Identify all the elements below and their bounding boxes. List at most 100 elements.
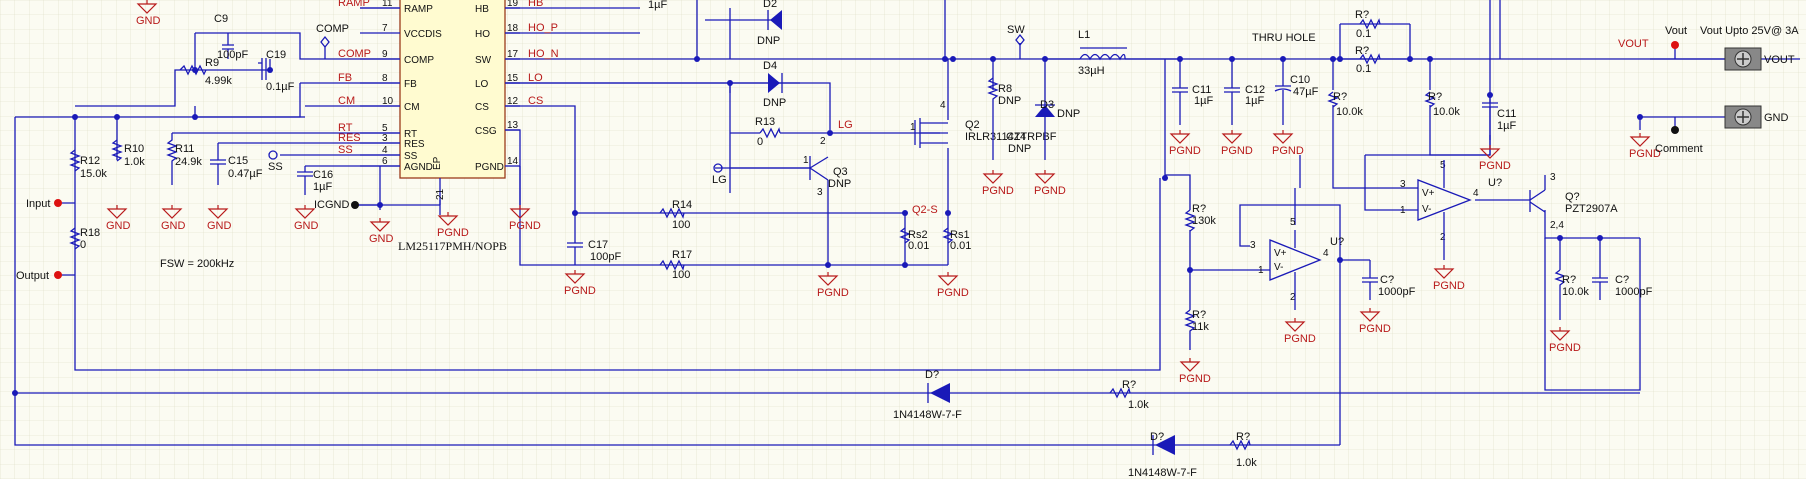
resistor-11k[interactable]: R? 11k: [1184, 309, 1209, 350]
resistor-r12[interactable]: R12 15.0k: [69, 149, 107, 180]
capacitor-1000pf-b[interactable]: C? 1000pF: [1592, 270, 1653, 300]
capacitor-c10[interactable]: C10 47µF: [1274, 74, 1319, 125]
ground-label: PGND: [982, 185, 1014, 197]
port-vout[interactable]: Vout: [1665, 25, 1687, 49]
ic-ep-num: 21: [435, 188, 446, 200]
resistor-r8[interactable]: R8 DNP: [987, 77, 1021, 160]
capacitor-c11b[interactable]: C11 1µF: [1482, 95, 1516, 140]
port-comp[interactable]: COMP: [316, 23, 349, 49]
ground-symbol: PGND: [437, 212, 469, 239]
rs2-value: 0.01: [908, 240, 929, 252]
rsense-a-value: 0.1: [1356, 28, 1371, 40]
d2-value: DNP: [757, 35, 780, 47]
r17-value: 100: [672, 269, 690, 281]
diode-d4[interactable]: D4 DNP: [730, 60, 800, 109]
resistor-1k-b[interactable]: R? 1.0k: [1229, 431, 1257, 469]
ic-right-pin-name: LO: [475, 79, 489, 90]
c16-value: 1µF: [313, 181, 332, 193]
resistor-rs1[interactable]: Rs1 0.01: [942, 227, 971, 252]
resistor-r10[interactable]: R10 1.0k: [111, 139, 145, 168]
resistor-10k-b[interactable]: R? 10.0k: [1424, 91, 1460, 118]
port-input[interactable]: Input: [26, 198, 62, 210]
transistor-q3[interactable]: 1 2 3 Q3 DNP: [803, 136, 851, 198]
svg-text:5: 5: [1290, 217, 1296, 228]
ground-label: PGND: [437, 227, 469, 239]
c11-value: 1µF: [1194, 95, 1213, 107]
resistor-r18[interactable]: R18 0: [69, 227, 100, 251]
ic-left-pin-net: RES: [338, 132, 361, 144]
r8-ref: R8: [998, 83, 1012, 95]
resistor-sense-b[interactable]: R? 0.1: [1355, 45, 1381, 75]
capacitor-c9[interactable]: C9 100pF: [214, 13, 248, 61]
capacitor-c15[interactable]: C15 0.47µF: [210, 143, 263, 185]
ic-left-pin-name: RES: [404, 139, 425, 150]
rs2-ref: Rs2: [908, 229, 928, 241]
resistor-r17[interactable]: R17 100: [659, 249, 692, 281]
svg-text:V-: V-: [1274, 262, 1283, 273]
connector-gnd[interactable]: GND: [1724, 105, 1789, 129]
port-output[interactable]: Output: [16, 270, 62, 282]
c-top-value: 1µF: [648, 0, 667, 11]
port-lg[interactable]: LG: [712, 163, 727, 186]
c14-ref: C14: [1006, 131, 1026, 143]
capacitor-c12[interactable]: C12 1µF: [1224, 80, 1265, 125]
diode-d2[interactable]: D2 DNP: [750, 0, 782, 47]
d3-value: DNP: [1057, 108, 1080, 120]
port-sw[interactable]: SW: [1007, 24, 1025, 47]
resistor-1k-a[interactable]: R? 1.0k: [1109, 379, 1149, 411]
comment-label: Comment: [1655, 143, 1703, 155]
c1000-b-ref: C?: [1615, 274, 1629, 286]
resistor-r11[interactable]: R11 24.9k: [166, 133, 202, 185]
ic-right-pin-name: HO: [475, 29, 490, 40]
connector-vout[interactable]: VOUT: [1724, 47, 1795, 71]
ground-symbol: PGND: [1272, 130, 1304, 157]
ground-label: GND: [106, 220, 131, 232]
transistor-q2[interactable]: 1 4 Q2 IRLR3114ZTRPBF: [910, 100, 1057, 148]
port-icgnd[interactable]: ICGND: [314, 199, 359, 211]
inductor-l1[interactable]: L1 33µH: [1078, 29, 1127, 77]
r9-value: 4.99k: [205, 75, 232, 87]
capacitor-1000pf-a[interactable]: C? 1000pF: [1362, 260, 1416, 300]
svg-text:1: 1: [910, 122, 916, 133]
transistor-pnp[interactable]: 3 2,4 Q? PZT2907A: [1529, 172, 1618, 231]
diode-b-value: 1N4148W-7-F: [1128, 467, 1197, 479]
capacitor-c14[interactable]: C14 DNP: [1006, 131, 1031, 155]
c14-value: DNP: [1008, 143, 1031, 155]
capacitor-c19[interactable]: C19 0.1µF: [258, 49, 295, 93]
c9-value: 100pF: [217, 49, 248, 61]
ic-left-pin-net: COMP: [338, 48, 371, 60]
c17-ref: C17: [588, 239, 608, 251]
rs1-value: 0.01: [950, 240, 971, 252]
resistor-130k[interactable]: R? 130k: [1184, 203, 1216, 232]
opamp-u1[interactable]: V+ V- 3 1 4 5 2 U?: [1250, 217, 1344, 310]
ground-label: PGND: [1284, 333, 1316, 345]
port-ss[interactable]: SS: [268, 150, 283, 173]
ic-left-pin-name: RT: [404, 129, 417, 140]
resistor-r14[interactable]: R14 100: [659, 199, 692, 231]
resistor-sense-a[interactable]: R? 0.1: [1355, 9, 1381, 40]
capacitor-c16[interactable]: C16 1µF: [297, 166, 333, 195]
diode-a-value: 1N4148W-7-F: [893, 409, 962, 421]
svg-text:3: 3: [1550, 172, 1556, 183]
r130k-ref: R?: [1192, 203, 1206, 215]
capacitor-c11[interactable]: C11 1µF: [1172, 80, 1213, 125]
diode-bottom-a[interactable]: D? 1N4148W-7-F: [893, 369, 962, 421]
r10k-a-ref: R?: [1333, 91, 1347, 103]
resistor-10k-c[interactable]: R? 10.0k: [1554, 269, 1589, 320]
resistor-r9[interactable]: R9 4.99k: [179, 57, 232, 87]
ground-symbol: PGND: [937, 272, 969, 299]
ic-left-pin-net: RT: [338, 122, 353, 134]
ic-lm25117[interactable]: 11RAMPRAMP7VCCDIS9COMPCOMP8FBFB10CMCM5RT…: [338, 0, 559, 253]
diode-d3[interactable]: D3 DNP: [1035, 99, 1080, 160]
resistor-r13[interactable]: R13 0: [755, 116, 781, 148]
capacitor-c17[interactable]: C17 100pF: [567, 239, 621, 265]
ic-ep-label: EP: [432, 156, 443, 170]
resistor-10k-a[interactable]: R? 10.0k: [1327, 91, 1363, 118]
ic-left-pin-num: 6: [382, 156, 388, 167]
diode-bottom-b[interactable]: D? 1N4148W-7-F: [1128, 431, 1197, 479]
c16-ref: C16: [313, 169, 333, 181]
ic-left-pin-name: RAMP: [404, 4, 433, 15]
vout-port-label: Vout: [1665, 25, 1687, 37]
resistor-rs2[interactable]: Rs2 0.01: [899, 227, 929, 252]
opamp-u2[interactable]: V+ V- 3 1 4 5 2 U?: [1400, 160, 1502, 260]
